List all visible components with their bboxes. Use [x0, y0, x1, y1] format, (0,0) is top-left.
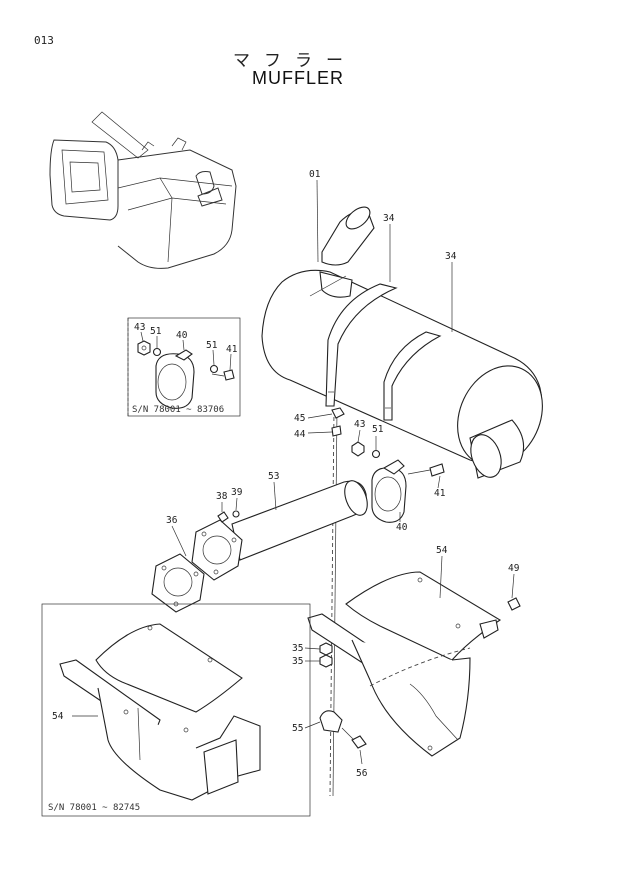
callout-inset-51b: 51 — [206, 340, 218, 351]
title-english: MUFFLER — [252, 68, 344, 88]
callout-43: 43 — [354, 419, 365, 430]
callout-inset-51a: 51 — [150, 326, 162, 337]
inset-clamp-serial: 43 51 40 51 41 S/N 78001 ~ 83706 — [127, 317, 241, 417]
support-rod — [329, 407, 345, 797]
callout-34-strap-front: 34 — [383, 213, 395, 224]
callout-51: 51 — [372, 424, 384, 435]
callout-55: 55 — [292, 723, 303, 734]
callout-49: 49 — [508, 563, 520, 574]
excavator-overview — [49, 111, 237, 269]
inset-bracket-serial-label: S/N 78001 ~ 82745 — [48, 803, 140, 813]
callout-38: 38 — [216, 491, 228, 502]
callout-56: 56 — [356, 768, 368, 779]
callout-53: 53 — [268, 471, 279, 482]
callout-54-inset: 54 — [52, 711, 64, 722]
callout-54: 54 — [436, 545, 448, 556]
callout-inset-40: 40 — [176, 330, 188, 341]
callout-34-strap-rear: 34 — [445, 251, 457, 262]
callout-leaders — [171, 179, 515, 765]
callout-40: 40 — [396, 522, 408, 533]
page-code: 013 — [34, 34, 54, 47]
callout-inset-41: 41 — [226, 344, 238, 355]
callout-inset-43: 43 — [134, 322, 145, 333]
bracket-main — [307, 571, 521, 757]
callout-45: 45 — [294, 413, 305, 424]
inset-bracket-serial: S/N 78001 ~ 82745 — [41, 603, 311, 817]
callout-35-lower: 35 — [292, 656, 303, 667]
title-japanese: マフラー — [233, 51, 357, 71]
clamp-assembly — [351, 441, 445, 523]
callout-44: 44 — [294, 429, 306, 440]
muffler-body — [261, 206, 543, 479]
exhaust-pipe — [151, 480, 368, 613]
inset-clamp-serial-label: S/N 78001 ~ 83706 — [132, 405, 224, 415]
callout-01: 01 — [309, 169, 321, 180]
callout-39: 39 — [231, 487, 243, 498]
callout-35-upper: 35 — [292, 643, 303, 654]
callout-41: 41 — [434, 488, 446, 499]
callout-36: 36 — [166, 515, 178, 526]
